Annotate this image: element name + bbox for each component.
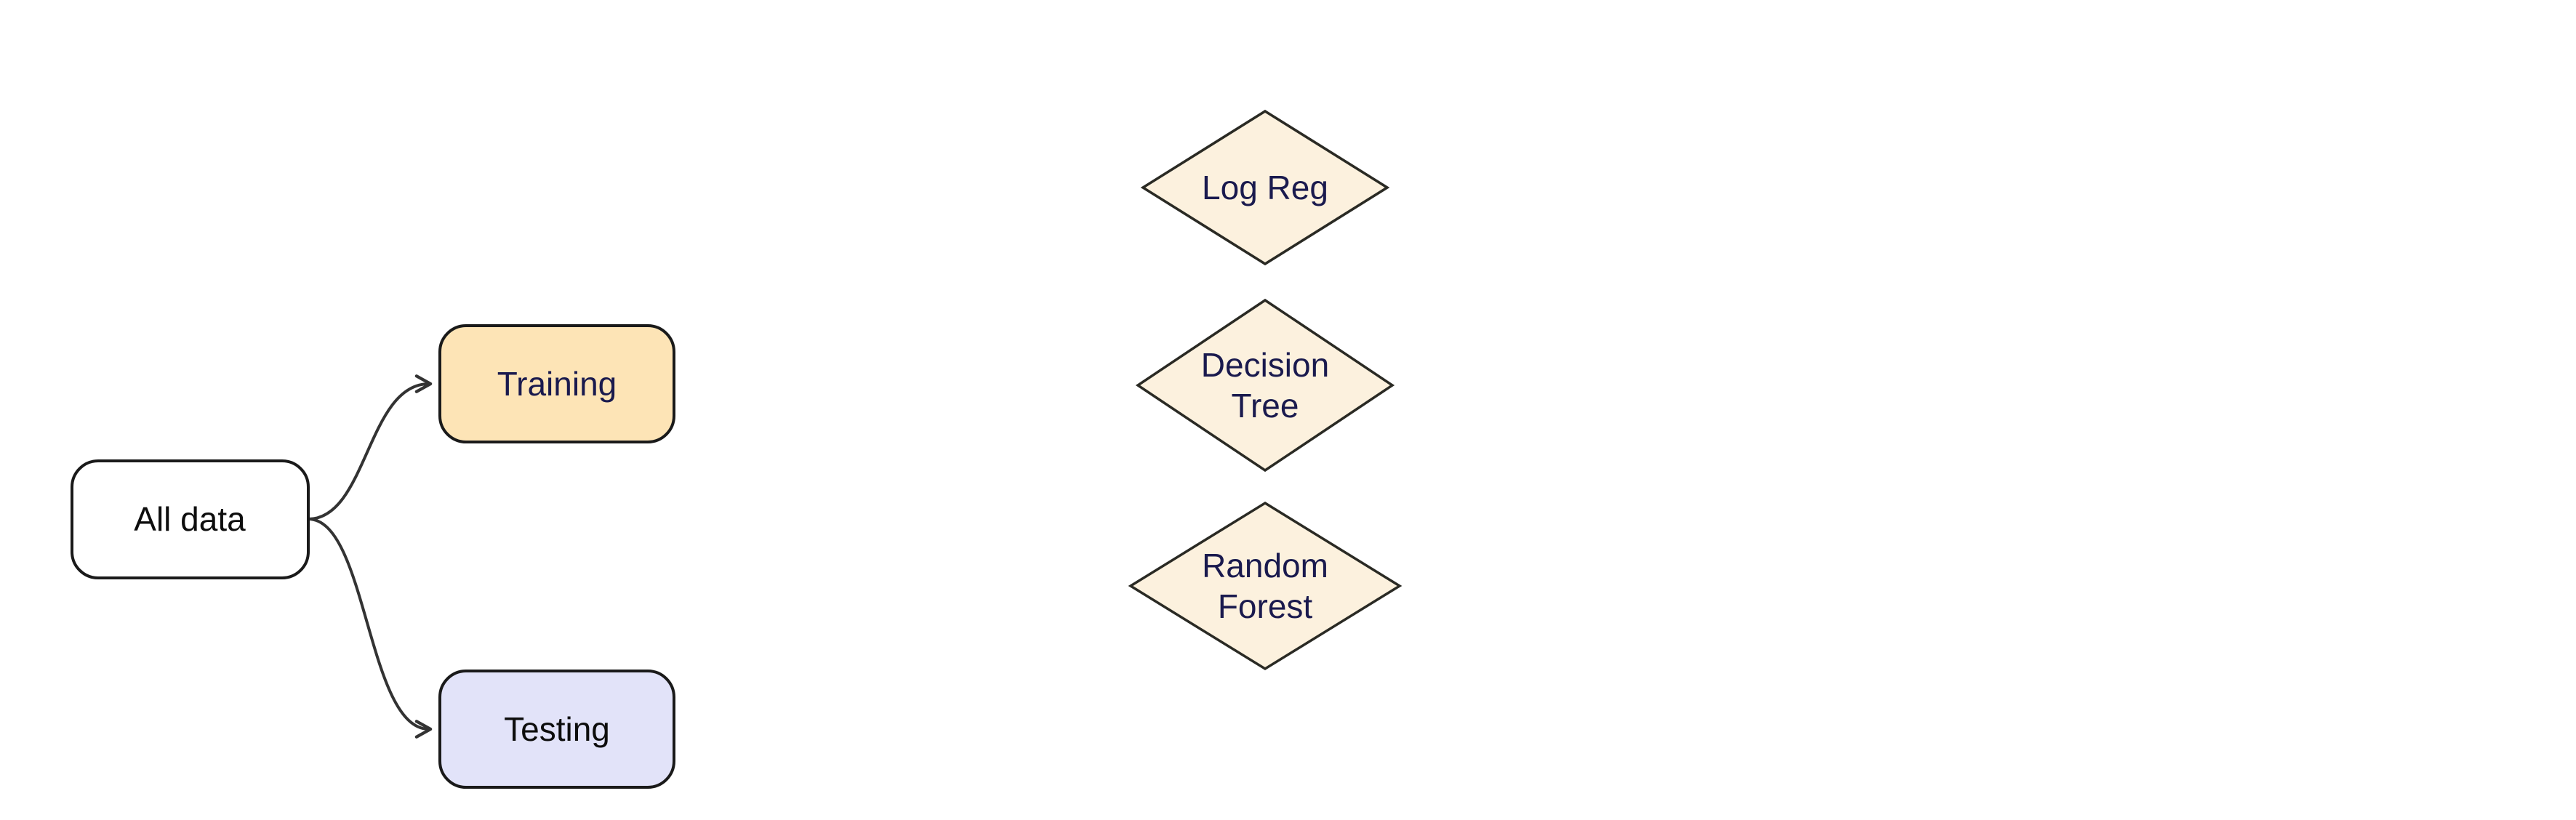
decision-tree-diamond [1135, 298, 1395, 473]
random-forest-label-line1: Random [1202, 547, 1328, 584]
training-label: Training [497, 365, 617, 403]
random-forest-label-line2: Forest [1218, 587, 1313, 625]
decision-tree-label-line2: Tree [1232, 387, 1299, 425]
node-log-reg: Log Reg [1140, 109, 1390, 266]
log-reg-diamond [1140, 109, 1390, 266]
node-random-forest: Random Forest [1128, 501, 1403, 671]
decision-tree-label-line1: Decision [1201, 346, 1329, 384]
edge-alldata-to-training [307, 374, 433, 520]
training-box [438, 324, 675, 443]
log-reg-label: Log Reg [1202, 169, 1328, 206]
node-all-data: All data [71, 459, 310, 579]
node-testing: Testing [438, 670, 675, 789]
node-decision-tree: Decision Tree [1135, 298, 1395, 473]
random-forest-diamond [1128, 501, 1403, 671]
node-training: Training [438, 324, 675, 443]
all-data-box [71, 459, 310, 579]
all-data-label: All data [134, 500, 246, 538]
testing-box [438, 670, 675, 789]
testing-label: Testing [504, 710, 610, 748]
edge-alldata-to-testing [307, 518, 433, 739]
